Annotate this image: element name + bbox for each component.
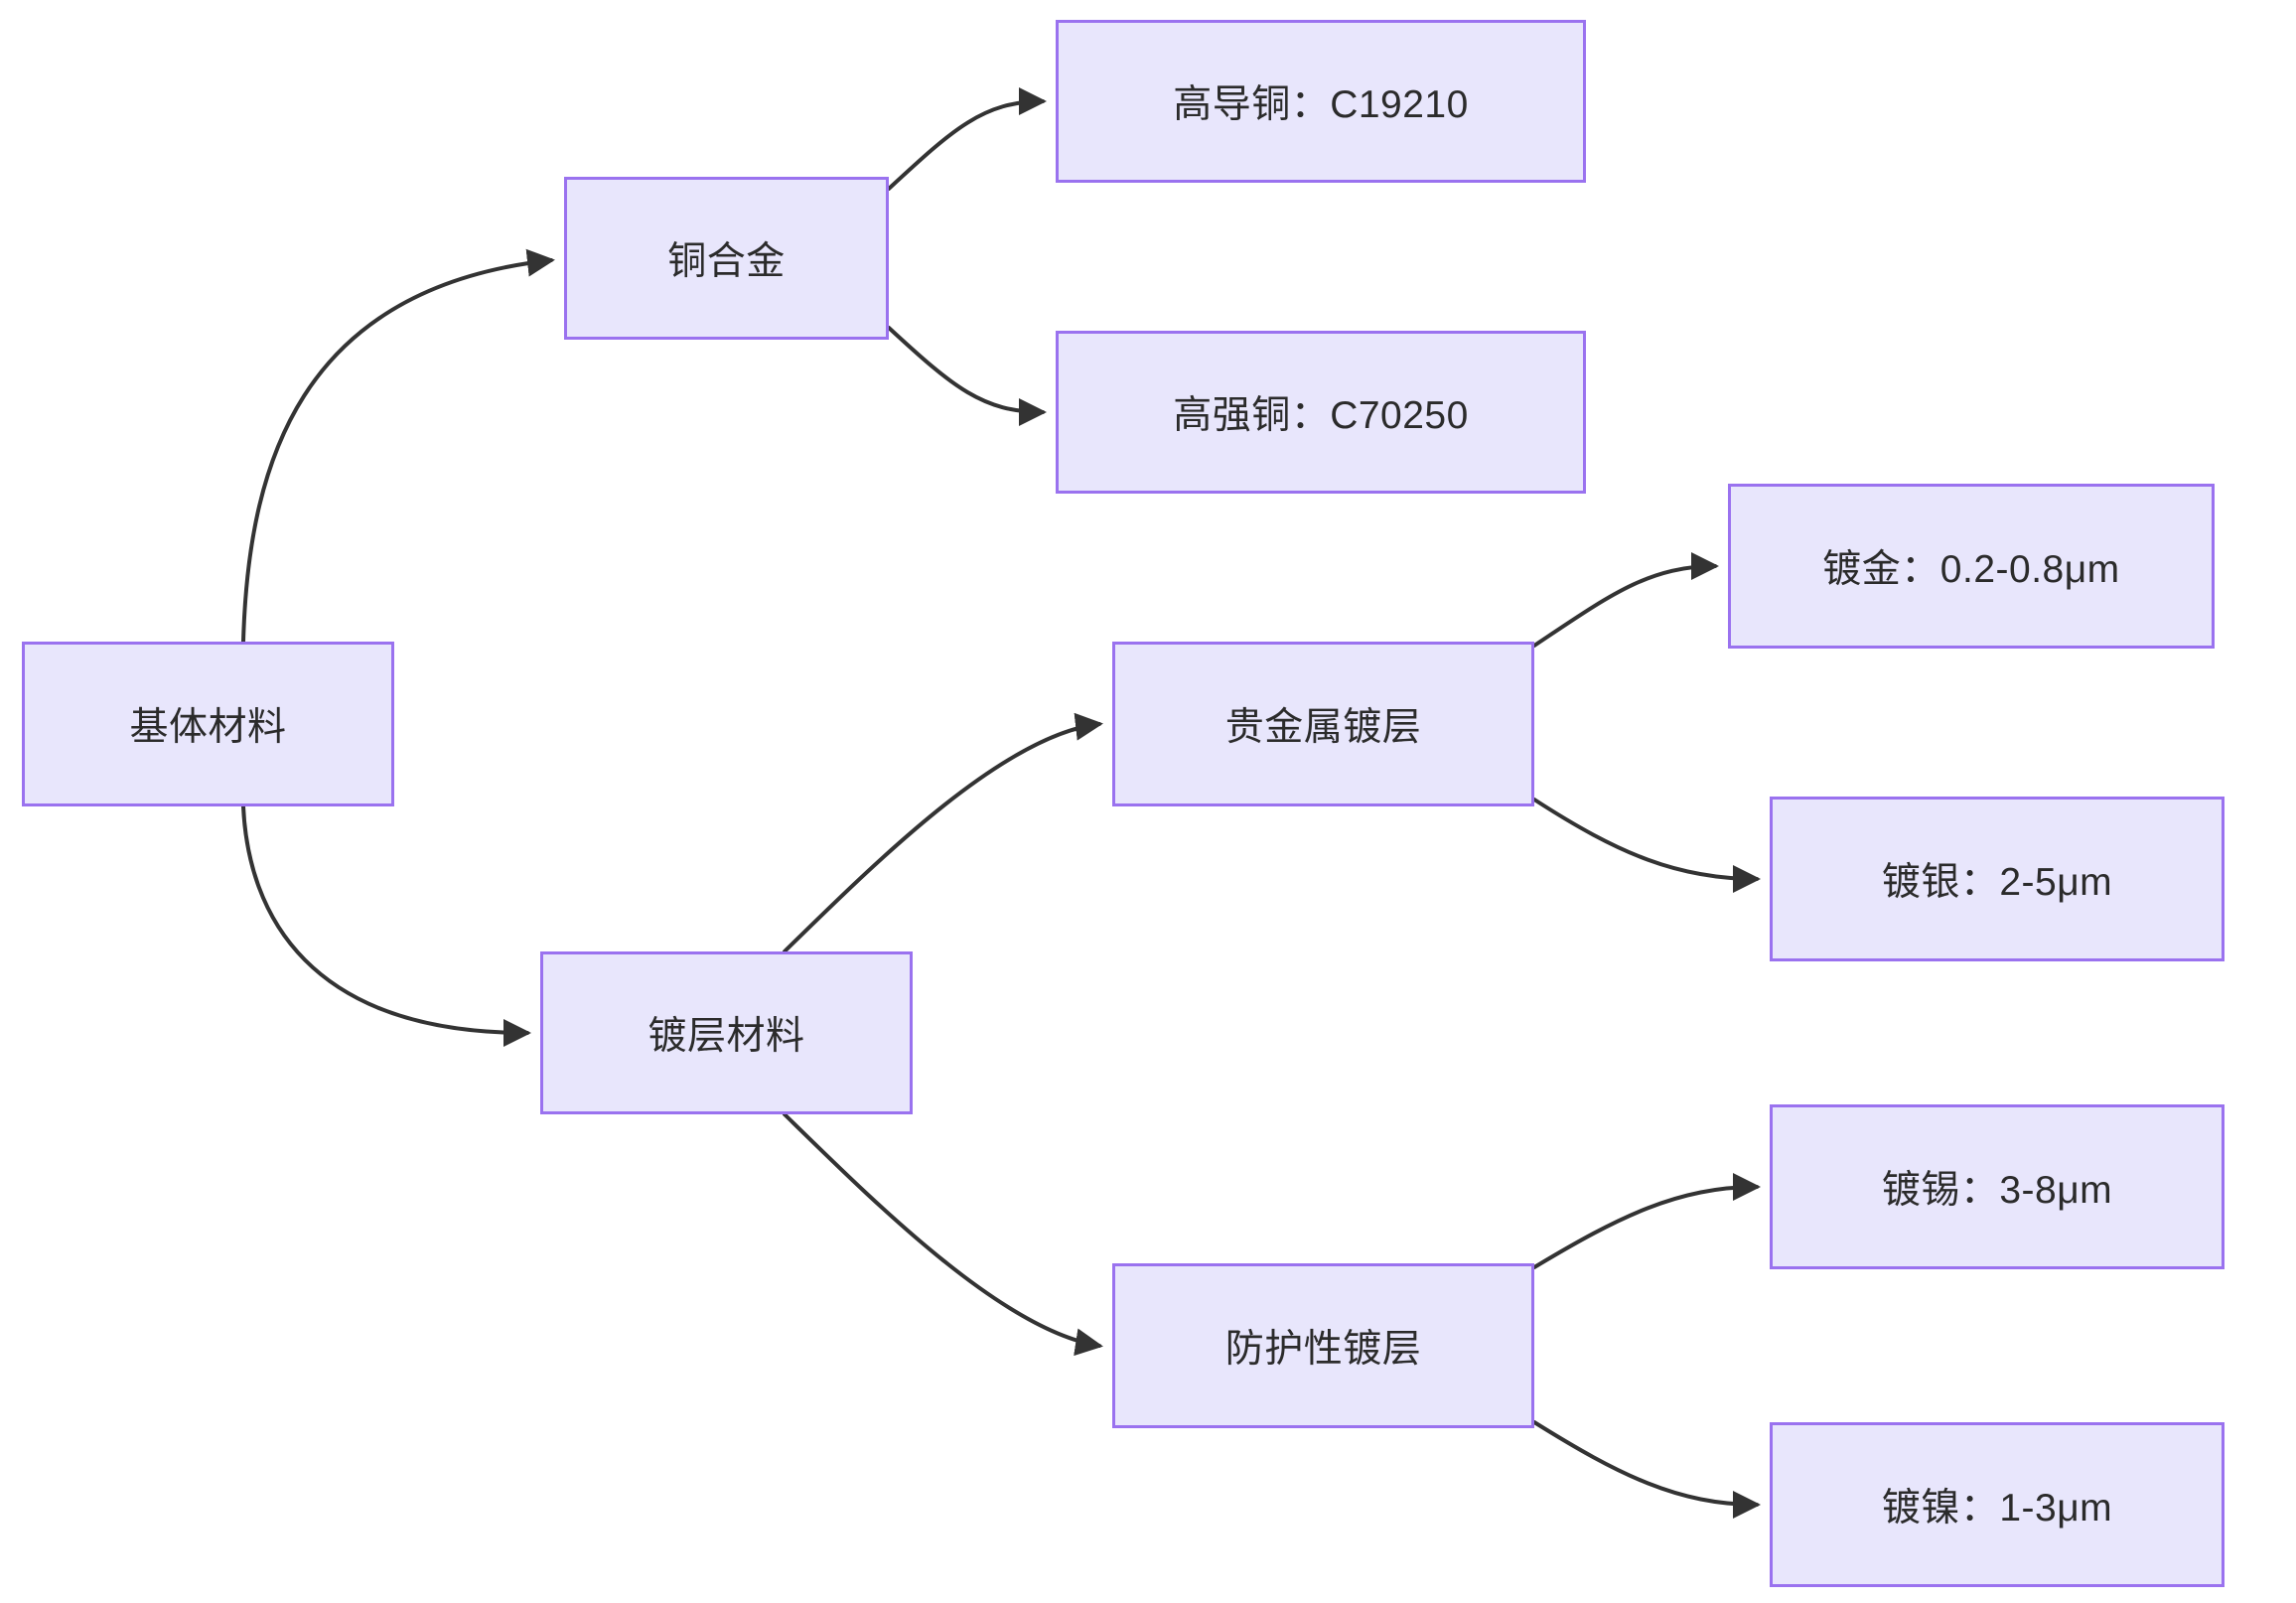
node-label-nickel: 镀镍：1-3μm [1881, 1487, 2113, 1530]
edge-noble-to-silver [1532, 798, 1761, 893]
node-label-protect: 防护性镀层 [1224, 1328, 1422, 1371]
node-tin[interactable]: 镀锡：3-8μm [1770, 1104, 2224, 1269]
node-copper[interactable]: 铜合金 [564, 177, 889, 340]
node-label-c70250: 高强铜：C70250 [1173, 394, 1469, 437]
node-label-silver: 镀银：2-5μm [1881, 861, 2113, 904]
edge-root-to-plating [241, 804, 531, 1047]
edge-plating-to-noble [783, 712, 1103, 953]
node-label-copper: 铜合金 [667, 240, 786, 283]
edge-protect-to-nickel [1532, 1420, 1761, 1519]
node-label-gold: 镀金：0.2-0.8μm [1822, 548, 2120, 591]
node-protect[interactable]: 防护性镀层 [1112, 1263, 1534, 1428]
edge-copper-to-c19210 [887, 87, 1047, 191]
node-gold[interactable]: 镀金：0.2-0.8μm [1728, 484, 2215, 649]
node-c70250[interactable]: 高强铜：C70250 [1056, 331, 1586, 494]
node-label-plating: 镀层材料 [647, 1015, 805, 1058]
edge-plating-to-protect [783, 1112, 1103, 1357]
node-label-c19210: 高导铜：C19210 [1173, 83, 1469, 126]
node-label-noble: 贵金属镀层 [1224, 706, 1422, 749]
node-root[interactable]: 基体材料 [22, 642, 394, 806]
node-nickel[interactable]: 镀镍：1-3μm [1770, 1422, 2224, 1587]
node-label-root: 基体材料 [129, 706, 287, 749]
edge-noble-to-gold [1532, 552, 1719, 648]
node-label-tin: 镀锡：3-8μm [1881, 1169, 2113, 1212]
node-noble[interactable]: 贵金属镀层 [1112, 642, 1534, 806]
edge-protect-to-tin [1532, 1173, 1761, 1269]
edge-copper-to-c70250 [887, 326, 1047, 426]
edge-root-to-copper [241, 248, 555, 644]
node-silver[interactable]: 镀银：2-5μm [1770, 797, 2224, 961]
node-plating[interactable]: 镀层材料 [540, 951, 913, 1114]
node-c19210[interactable]: 高导铜：C19210 [1056, 20, 1586, 183]
